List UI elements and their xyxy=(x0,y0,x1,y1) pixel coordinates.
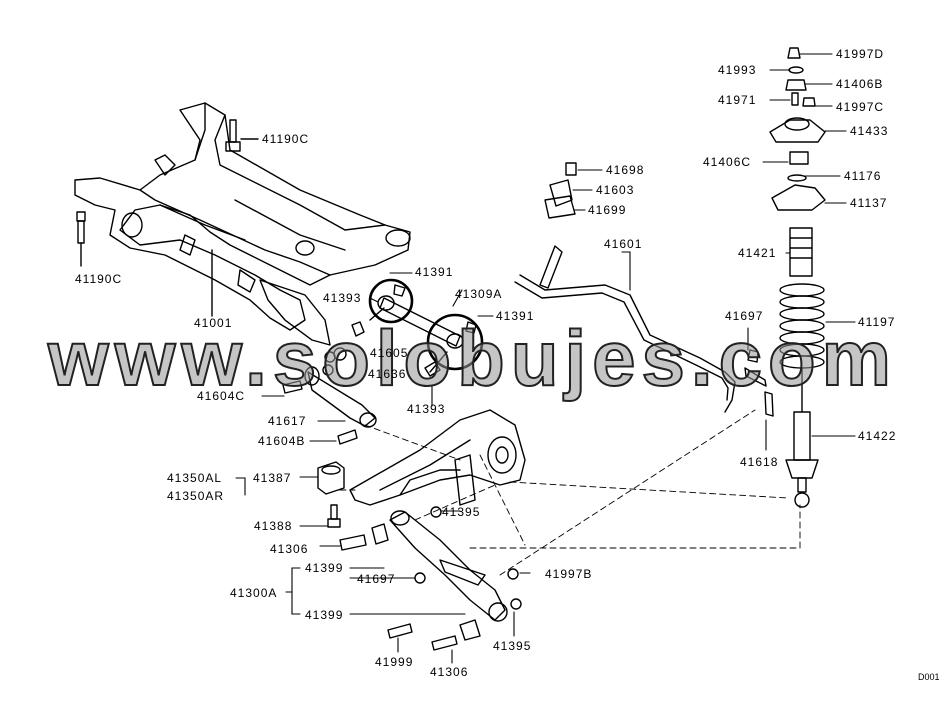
part-label-41350ar: 41350AR xyxy=(167,489,225,503)
part-label-41350al: 41350AL xyxy=(167,471,223,485)
part-label-41971: 41971 xyxy=(718,93,757,107)
part-label-41300a: 41300A xyxy=(230,586,278,600)
diagram-code: D001 xyxy=(918,672,940,682)
part-label-41176: 41176 xyxy=(844,169,882,183)
part-label-41993: 41993 xyxy=(718,63,757,77)
lower-arm-41300a xyxy=(371,506,522,651)
strut-assembly xyxy=(769,47,826,508)
part-label-41190c-top: 41190C xyxy=(262,132,310,146)
watermark-text: www.solobujes.com xyxy=(47,314,897,402)
part-label-41137: 41137 xyxy=(850,196,888,210)
leader-lines xyxy=(235,53,856,664)
part-label-41636: 41636 xyxy=(368,367,407,381)
part-label-41997d: 41997D xyxy=(836,47,885,61)
part-label-41393-lower: 41393 xyxy=(407,402,446,416)
part-label-41697-lower: 41697 xyxy=(357,572,396,586)
part-label-41997c: 41997C xyxy=(836,100,885,114)
bushing-41387 xyxy=(317,461,367,551)
stabilizer-bar-41601 xyxy=(514,162,774,417)
subframe-crossmember xyxy=(74,102,411,346)
part-label-41422: 41422 xyxy=(858,429,897,443)
bolt-41190c-top xyxy=(225,119,259,152)
part-label-41433: 41433 xyxy=(850,124,889,138)
upper-arm-41309a xyxy=(351,278,484,377)
part-label-41604c: 41604C xyxy=(197,389,246,403)
part-label-41406c: 41406C xyxy=(703,155,752,169)
part-label-41391-upper: 41391 xyxy=(415,265,454,279)
part-label-41309a: 41309A xyxy=(455,287,503,301)
part-label-41306-upper: 41306 xyxy=(270,542,309,556)
part-label-41603: 41603 xyxy=(596,183,635,197)
bolt-41190c-left xyxy=(76,211,86,267)
part-label-41699: 41699 xyxy=(588,203,627,217)
part-label-41391-lower: 41391 xyxy=(496,309,535,323)
trailing-arm-41350al xyxy=(349,409,526,506)
part-label-41406b: 41406B xyxy=(836,77,884,91)
part-label-41698: 41698 xyxy=(606,163,645,177)
part-label-41388: 41388 xyxy=(254,519,293,533)
part-label-41001: 41001 xyxy=(194,316,233,330)
part-label-41399-lower: 41399 xyxy=(305,608,344,622)
part-label-41190c-left: 41190C xyxy=(75,272,123,286)
part-label-41395-upper: 41395 xyxy=(442,505,481,519)
part-label-41605: 41605 xyxy=(370,346,409,360)
part-label-41618: 41618 xyxy=(740,455,779,469)
part-label-41387: 41387 xyxy=(253,471,292,485)
part-label-41393-upper: 41393 xyxy=(323,291,362,305)
part-label-41604b: 41604B xyxy=(258,434,306,448)
part-label-41306-lower: 41306 xyxy=(430,665,469,679)
part-label-41617: 41617 xyxy=(268,414,307,428)
part-label-41697-right: 41697 xyxy=(725,309,764,323)
part-label-41601: 41601 xyxy=(604,237,643,251)
part-label-41999: 41999 xyxy=(375,655,414,669)
part-label-41997b: 41997B xyxy=(545,567,593,581)
part-label-41421: 41421 xyxy=(738,246,777,260)
upper-arm-parts xyxy=(282,347,377,445)
part-label-41197: 41197 xyxy=(858,315,896,329)
part-label-41399-upper: 41399 xyxy=(305,561,344,575)
part-label-41395-lower: 41395 xyxy=(493,639,532,653)
dashed-assembly-lines xyxy=(339,409,801,576)
